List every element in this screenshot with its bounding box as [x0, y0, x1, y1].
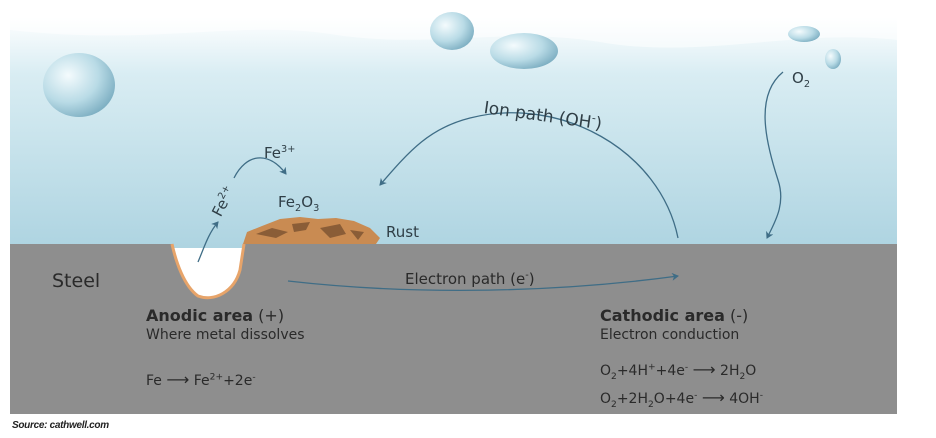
anodic-equation: Fe ⟶ Fe2++2e-: [146, 370, 256, 389]
fe2o3-label: Fe2O3: [278, 193, 320, 214]
ion-path-arrow: [379, 112, 679, 239]
water-droplet: [490, 33, 558, 69]
reaction-arrow-icon: ⟶: [166, 370, 190, 389]
fe3-arrow: [233, 157, 287, 179]
water-droplet: [825, 49, 841, 69]
water-area: [10, 16, 897, 248]
o2-arrow: [764, 71, 784, 239]
steel-label: Steel: [52, 270, 101, 292]
o2-label: O2: [792, 69, 811, 90]
cathodic-equation-1: O2+4H++4e- ⟶ 2H2O: [600, 360, 757, 382]
fe3-label: Fe3+: [264, 144, 296, 162]
source-caption: Source: cathwell.com: [12, 420, 109, 431]
pit-edge: [170, 243, 246, 300]
cathodic-title: Cathodic area (-): [600, 306, 749, 325]
anodic-title: Anodic area (+): [146, 306, 285, 325]
rust-label: Rust: [386, 223, 419, 241]
water-droplet: [788, 26, 820, 42]
electron-path-arrow: [287, 272, 679, 291]
reaction-arrow-icon: ⟶: [701, 388, 725, 407]
cathodic-subtitle: Electron conduction: [600, 327, 740, 343]
electron-path-label: Electron path (e-): [405, 270, 535, 288]
cathodic-equation-2: O2+2H2O+4e- ⟶ 4OH-: [600, 388, 763, 410]
reaction-arrow-icon: ⟶: [692, 360, 716, 379]
fe2-arrow: [197, 221, 219, 263]
water-droplet: [430, 12, 474, 50]
water-droplet: [43, 53, 115, 117]
rust-texture: [256, 222, 364, 240]
anodic-subtitle: Where metal dissolves: [146, 327, 305, 343]
